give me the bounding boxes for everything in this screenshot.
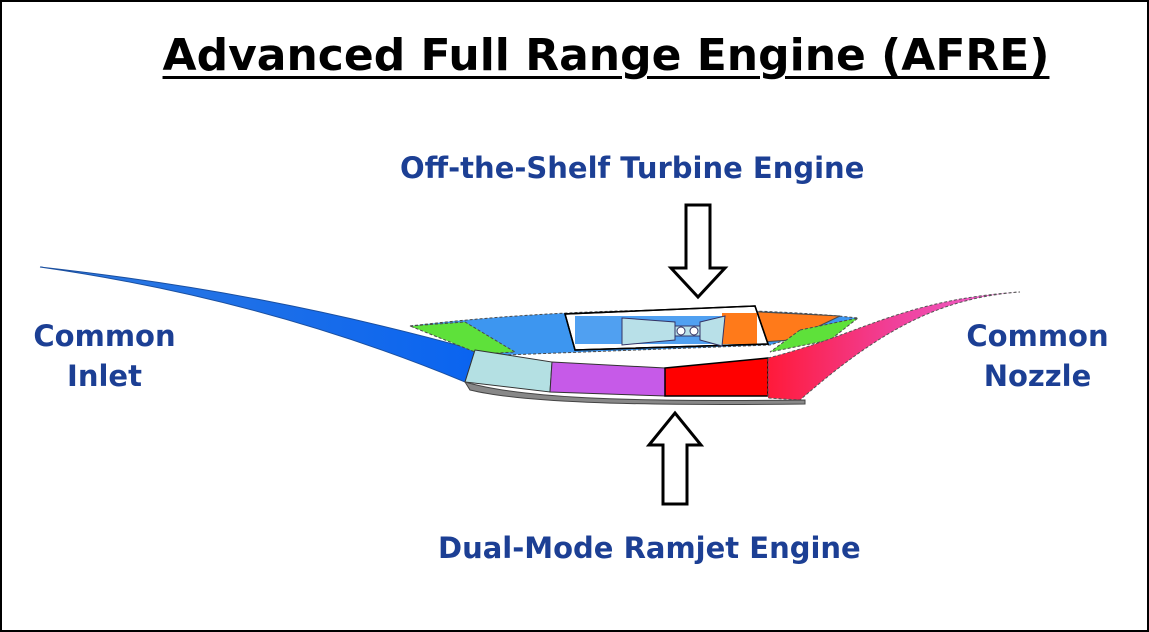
common-nozzle-line1: Common	[966, 319, 1109, 353]
down-arrow-icon	[667, 203, 729, 300]
common-inlet-line1: Common	[33, 319, 176, 353]
ramjet-engine-label: Dual-Mode Ramjet Engine	[438, 531, 861, 565]
page-title: Advanced Full Range Engine (AFRE)	[162, 30, 1050, 81]
ramjet-combustor-purple	[549, 361, 666, 397]
turbine-engine-label: Off-the-Shelf Turbine Engine	[400, 151, 865, 185]
turbine-engine-icon	[564, 305, 770, 351]
common-inlet-label: Common Inlet	[22, 316, 187, 396]
common-nozzle-label: Common Nozzle	[955, 316, 1120, 396]
common-nozzle-line2: Nozzle	[983, 359, 1092, 393]
inlet-green-section	[409, 321, 517, 355]
nozzle-green-section	[769, 317, 859, 353]
common-inlet-line2: Inlet	[67, 359, 142, 393]
ramjet-combustor-red	[664, 357, 769, 397]
nozzle-ramp	[767, 291, 1021, 401]
lower-cowl	[463, 381, 806, 405]
up-arrow-icon	[645, 410, 705, 506]
